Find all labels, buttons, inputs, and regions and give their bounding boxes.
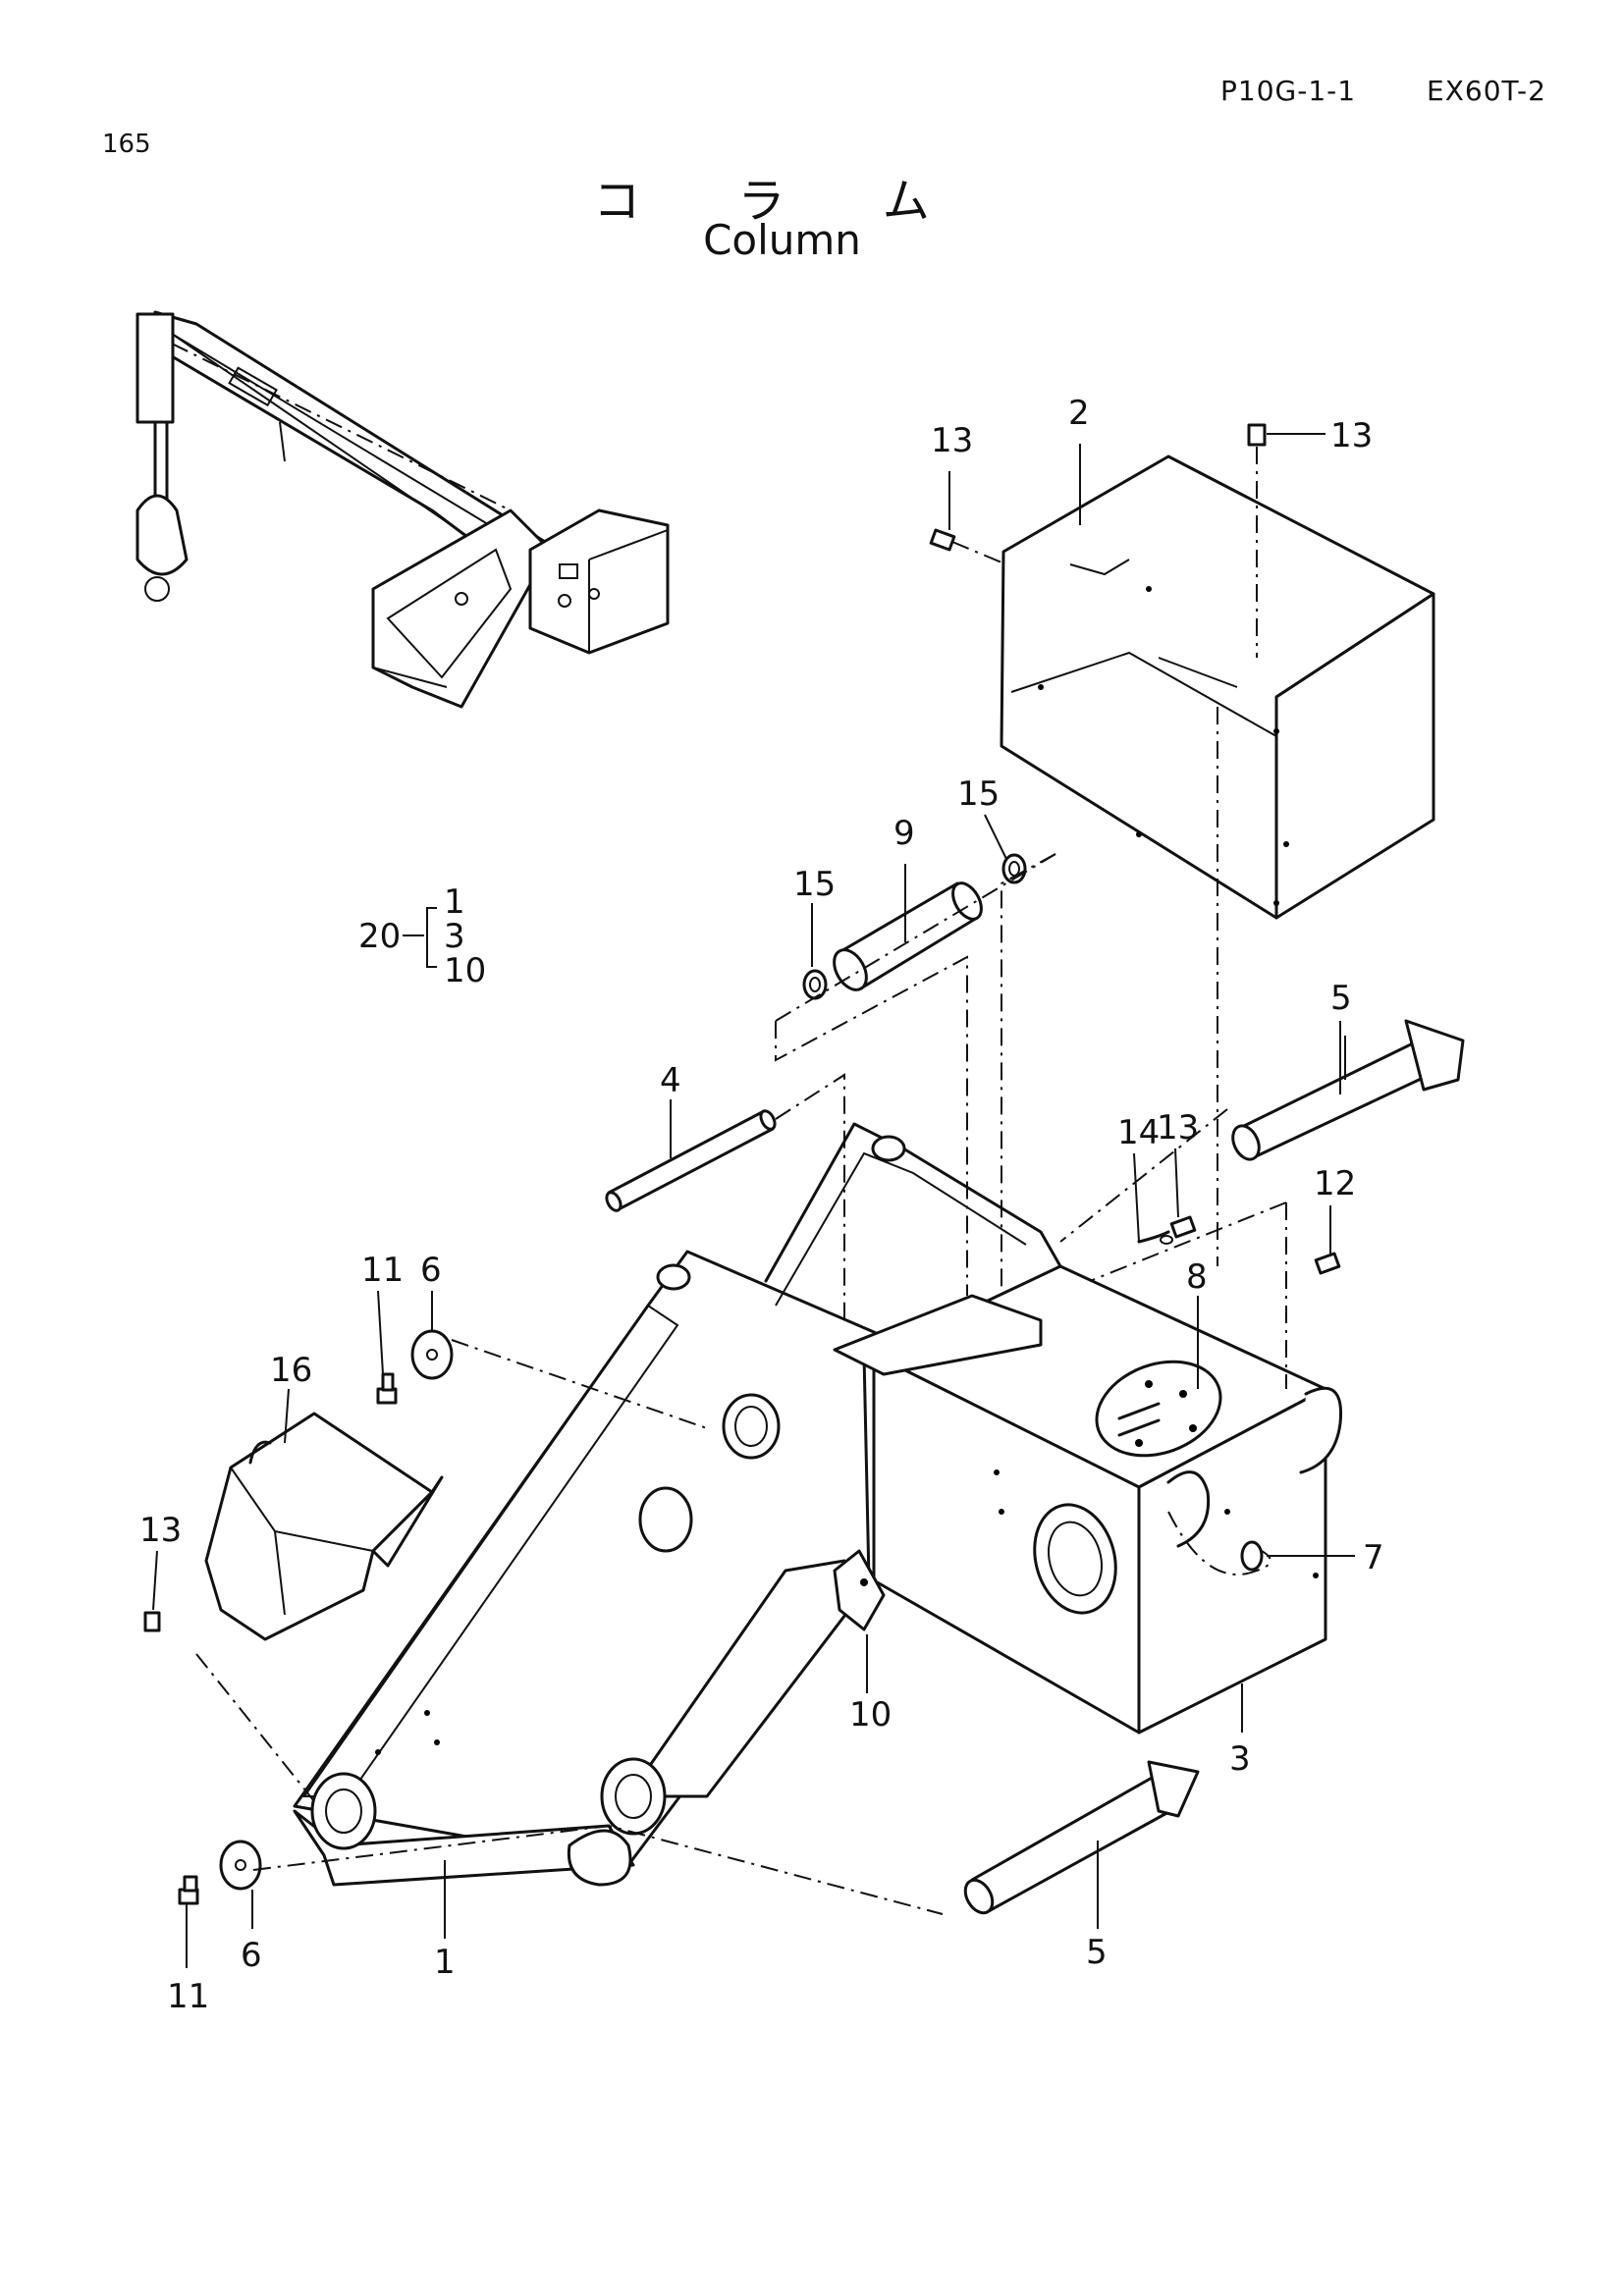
part-6-washer-upper: [410, 1329, 454, 1380]
part-11-bolt-upper: [376, 1372, 398, 1405]
callout-14: 14: [1117, 1113, 1160, 1152]
callout-3: 3: [1229, 1739, 1251, 1779]
callout-1: 1: [434, 1943, 456, 1982]
callout-16: 16: [270, 1351, 312, 1390]
callout-8: 8: [1186, 1257, 1208, 1297]
assembly-part-1: 1: [444, 882, 465, 922]
part-15-seal-left: [802, 969, 828, 1000]
callout-7: 7: [1363, 1538, 1384, 1577]
callout-11-upper: 11: [361, 1251, 404, 1290]
part-5-pin-upper: [1231, 1019, 1465, 1161]
callout-9: 9: [893, 814, 915, 853]
page-title-japanese: コ ラ ム: [593, 174, 971, 229]
callout-13-guard: 13: [139, 1511, 182, 1550]
callout-15-right: 15: [957, 774, 1000, 814]
part-12-bolt: [1314, 1252, 1341, 1275]
part-11-bolt-lower: [178, 1875, 199, 1905]
part-6-washer-lower: [219, 1840, 262, 1891]
part-10-bracket: [833, 1549, 886, 1631]
assembly-part-3: 3: [444, 917, 465, 956]
part-8-plate: [1095, 1360, 1222, 1458]
page-number: 165: [102, 130, 151, 159]
model-number: EX60T-2: [1427, 75, 1546, 107]
part-5-pin-lower: [963, 1760, 1200, 1915]
callout-13-cover-left: 13: [931, 421, 973, 460]
assembly-number: 20: [358, 917, 401, 956]
assembly-part-10: 10: [444, 951, 486, 990]
part-13-bolt-cover-top: [1247, 423, 1267, 658]
callout-13-box: 13: [1157, 1108, 1199, 1148]
part-2-cover: [1000, 454, 1435, 920]
assembly-20-group: 20 1 3 10: [358, 882, 486, 990]
section-code: P10G-1-1: [1220, 75, 1357, 107]
part-1-column-frame: [293, 1122, 1062, 1887]
callout-6-upper: 6: [420, 1251, 442, 1290]
callout-13-cover-top: 13: [1330, 416, 1373, 455]
callout-11-lower: 11: [167, 1977, 209, 2016]
part-14-pin: [1137, 1230, 1173, 1245]
part-16-guard: [204, 1412, 444, 1641]
callout-10: 10: [849, 1695, 892, 1735]
callout-4: 4: [660, 1061, 681, 1100]
callout-6-lower: 6: [241, 1936, 262, 1975]
callout-5-lower: 5: [1086, 1933, 1108, 1972]
part-4-pin: [605, 1109, 777, 1212]
callout-12: 12: [1314, 1164, 1356, 1203]
machine-overview-thumbnail: [135, 310, 670, 709]
callout-5-upper: 5: [1330, 979, 1352, 1018]
part-13-bolt-cover-left: [929, 528, 1007, 565]
callout-15-left: 15: [793, 865, 836, 904]
part-13-bolt-box: [1169, 1215, 1197, 1239]
page-title-english: Column: [703, 216, 861, 264]
part-3-base-box: [872, 1264, 1343, 1735]
part-9-shaft: [833, 881, 983, 991]
part-13-bolt-guard: [143, 1611, 161, 1632]
callout-2: 2: [1068, 394, 1090, 433]
